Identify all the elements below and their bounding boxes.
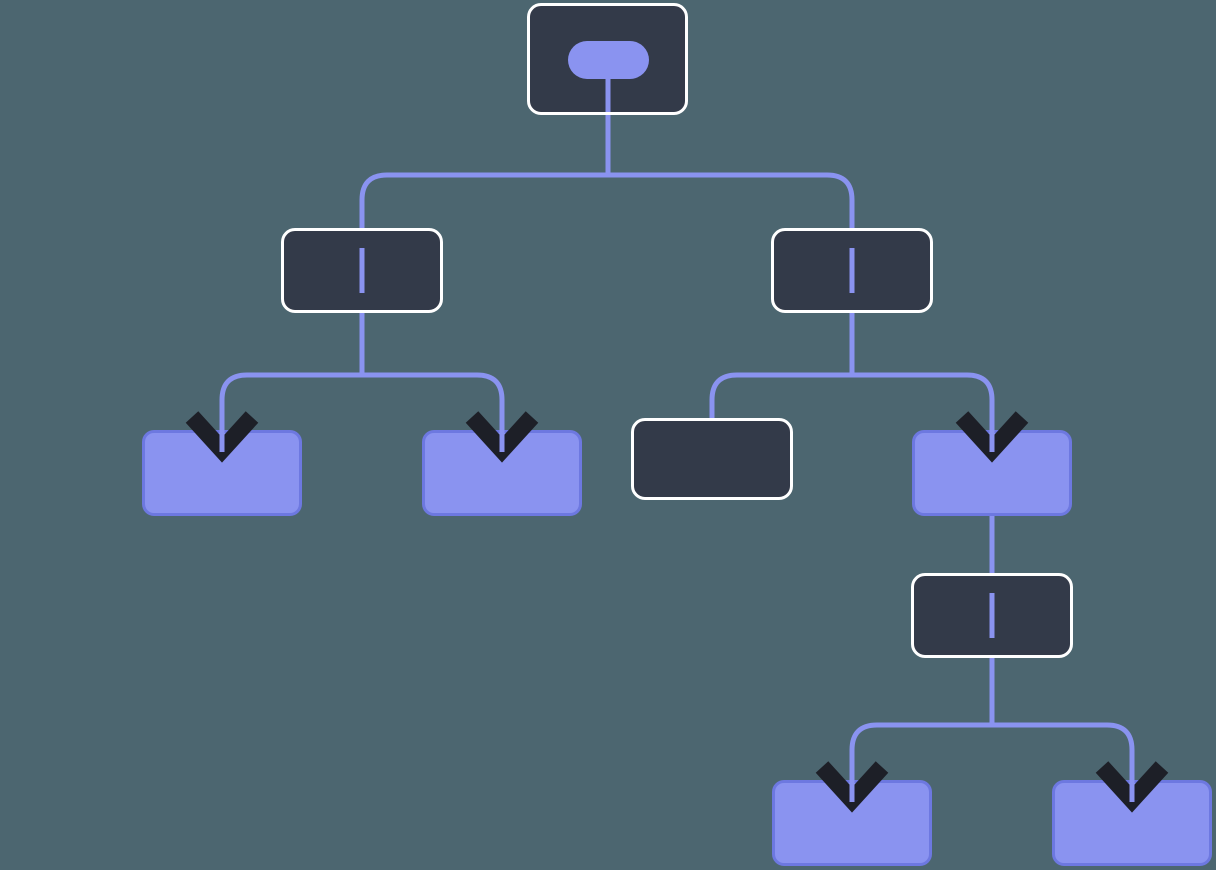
edge-l1b-l2c [709, 372, 852, 418]
edge-l1a-l2a [219, 372, 362, 452]
node-leaf-3[interactable] [912, 430, 1072, 516]
root-pill-shape [568, 41, 649, 79]
node-leaf-5[interactable] [1052, 780, 1212, 866]
node-leaf-1[interactable] [142, 430, 302, 516]
node-level3-right[interactable] [911, 573, 1073, 658]
edge-l1a-l2b [362, 372, 505, 452]
node-level1-right[interactable] [771, 228, 933, 313]
node-leaf-2[interactable] [422, 430, 582, 516]
node-dark-empty[interactable] [631, 418, 793, 500]
edge-l1b-l2d [852, 372, 995, 452]
edge-root-l1b [608, 172, 855, 270]
edge-root-l1a [359, 172, 608, 270]
edge-l3a-l4a [849, 722, 992, 802]
edge-l3a-l4b [992, 722, 1135, 802]
node-level1-left[interactable] [281, 228, 443, 313]
node-leaf-4[interactable] [772, 780, 932, 866]
